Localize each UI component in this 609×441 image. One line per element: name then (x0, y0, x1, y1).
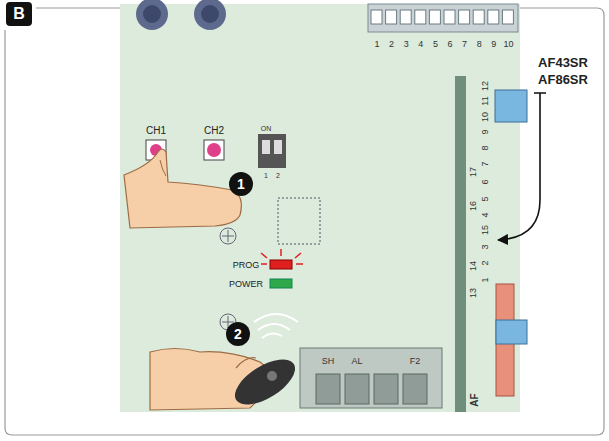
capacitor (194, 0, 226, 30)
pin-number: 9 (481, 129, 490, 134)
pin-number: 1 (374, 40, 379, 49)
connector-blue (495, 90, 527, 122)
terminal-strip (368, 4, 518, 32)
pin-number: 13 (469, 288, 478, 298)
part-label: POWER (229, 280, 263, 289)
prog-led (270, 260, 292, 269)
node-text: B (13, 6, 25, 22)
capacitor (136, 0, 168, 30)
part-label: AF43SR (538, 56, 588, 69)
part-label: 1 (264, 172, 268, 179)
pin-number: 16 (469, 201, 478, 211)
pin-number: 7 (481, 161, 490, 166)
leader-line (498, 93, 546, 240)
part-label: 2 (276, 172, 280, 179)
pin-number: 10 (503, 40, 513, 49)
pin-number: 5 (433, 40, 438, 49)
pin-number: 3 (481, 244, 490, 249)
button-ch2 (204, 140, 224, 160)
pin-number: 8 (477, 40, 482, 49)
pin-number: 6 (447, 40, 452, 49)
pin-number: 4 (418, 40, 423, 49)
part-label: F2 (410, 357, 421, 366)
pin-number: 8 (481, 145, 490, 150)
part-label: AL (351, 357, 362, 366)
part-label: ON (261, 125, 272, 132)
part-label: CH1 (146, 126, 166, 136)
pin-number: 15 (481, 225, 490, 235)
callout-number: 1 (229, 172, 253, 196)
terminal-block (300, 348, 442, 408)
node-text: 2 (234, 327, 242, 341)
pin-number: 12 (481, 81, 490, 91)
part-label: CH2 (204, 126, 224, 136)
receiver-slot (455, 76, 466, 412)
screw-hole (220, 228, 236, 244)
remote-control (228, 350, 303, 413)
node-text: 1 (237, 177, 245, 191)
callout-number: 2 (226, 322, 250, 346)
pin-number: 5 (481, 196, 490, 201)
dip-switch (258, 134, 286, 168)
hand (124, 149, 241, 228)
chip (278, 198, 320, 244)
pin-number: 3 (404, 40, 409, 49)
pin-number: 11 (481, 96, 490, 105)
pin-number: 10 (481, 112, 490, 122)
power-led (270, 279, 292, 288)
pin-number: 9 (491, 40, 496, 49)
pin-number: 17 (469, 167, 478, 177)
figure-badge: B (6, 2, 32, 26)
connector-blue (496, 320, 527, 344)
part-label: AF86SR (538, 73, 588, 86)
pin-number: 2 (481, 260, 490, 265)
pin-number: 7 (462, 40, 467, 49)
circuit-board (120, 4, 520, 412)
pin-number: 14 (469, 261, 478, 271)
radio-waves (254, 314, 298, 338)
pin-number: 2 (389, 40, 394, 49)
pin-number: 1 (481, 277, 490, 282)
part-label: SH (322, 357, 335, 366)
pin-number: 4 (481, 212, 490, 217)
pin-number: 6 (481, 179, 490, 184)
part-label: PROG (233, 261, 260, 270)
pin-number: AF (470, 393, 480, 406)
